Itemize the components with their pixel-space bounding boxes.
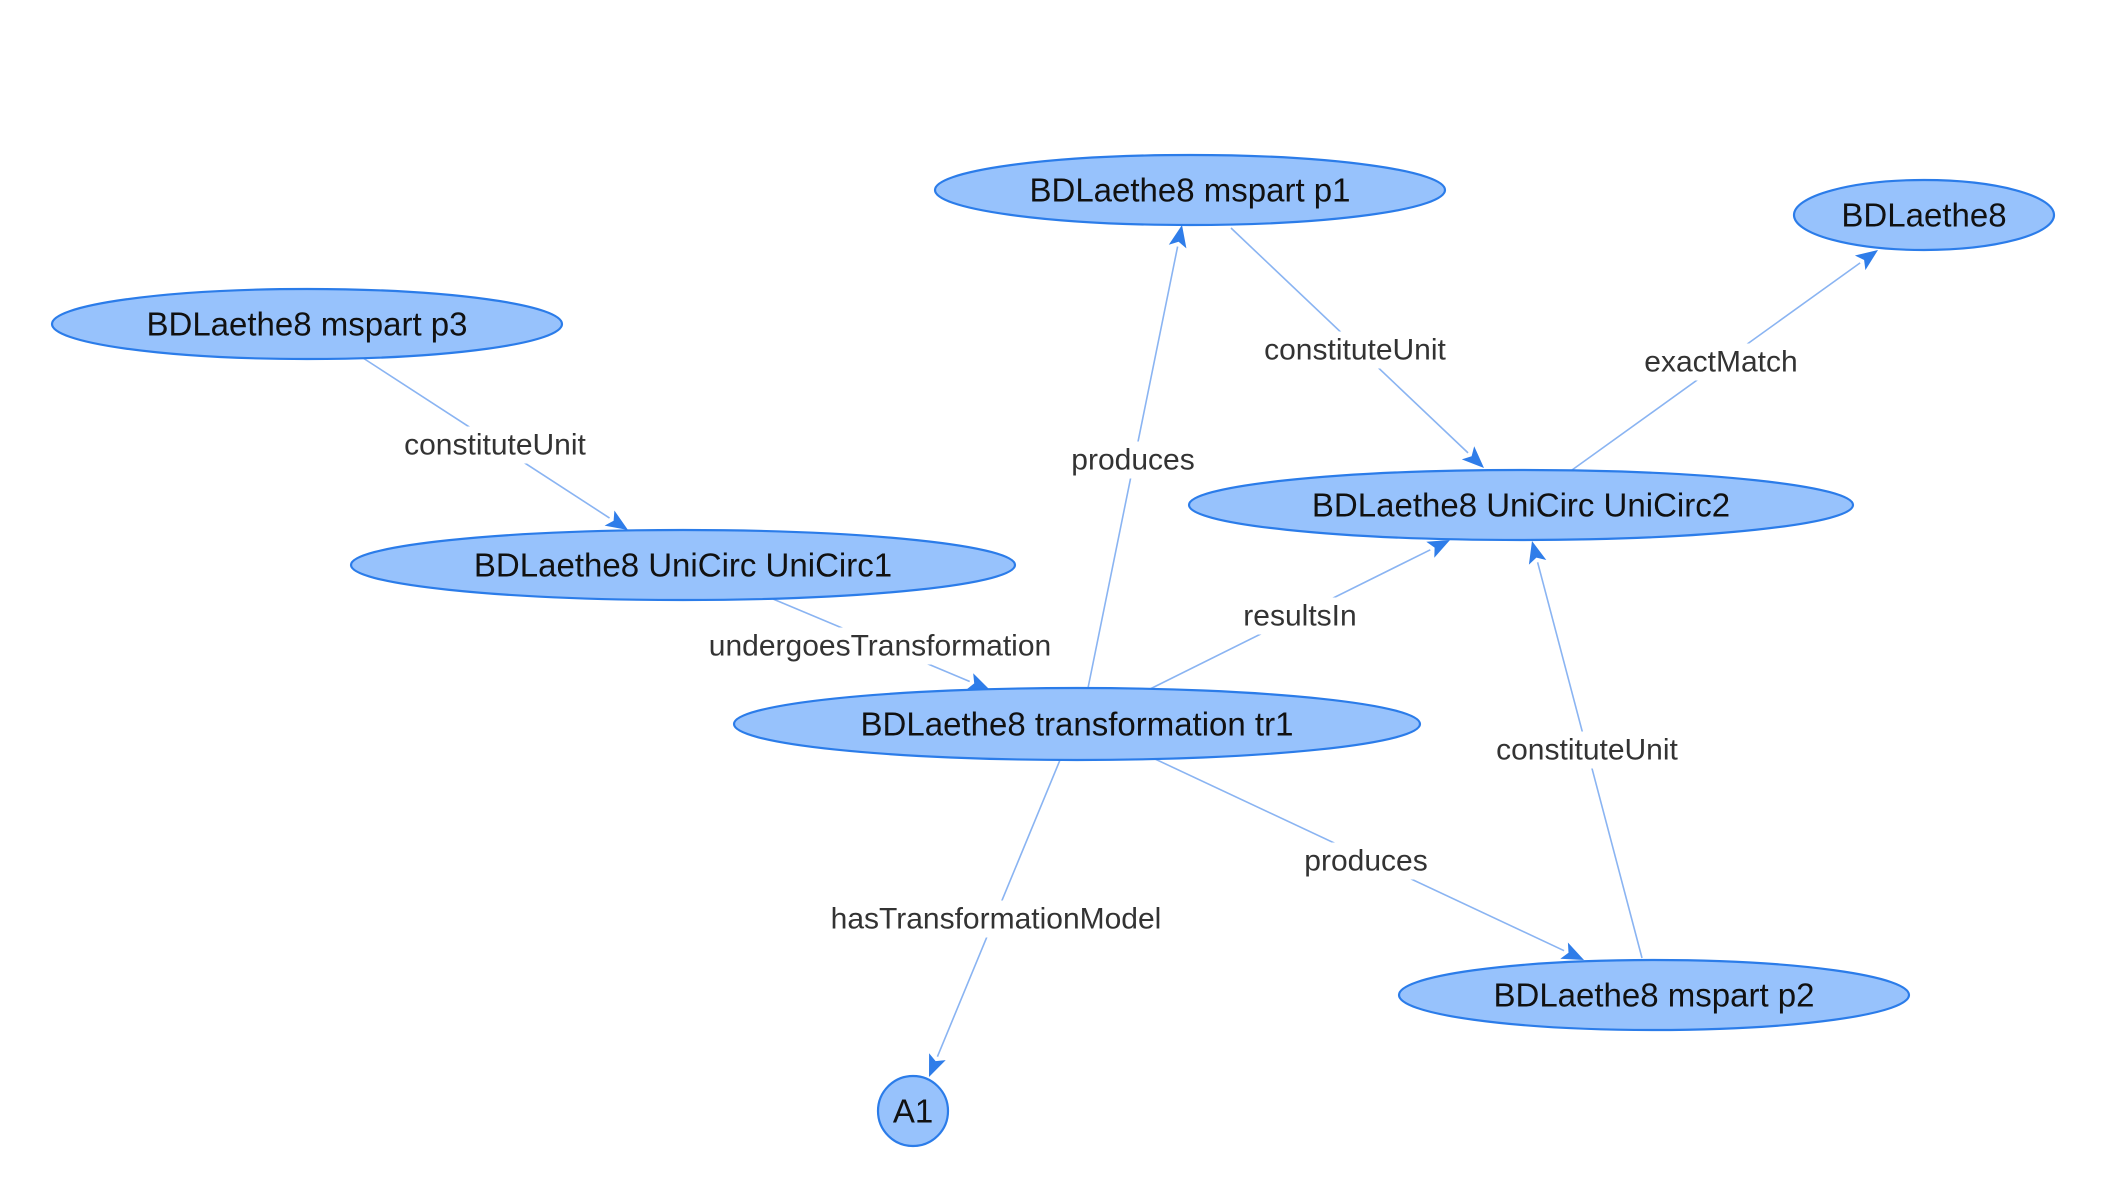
edge-label-undergoestransformation: undergoesTransformation: [709, 630, 1051, 663]
svg-text:BDLaethe8 UniCirc UniCirc1: BDLaethe8 UniCirc UniCirc1: [474, 547, 892, 584]
edge-label-produces: produces: [1071, 444, 1194, 477]
edge-label-background: [704, 627, 1056, 665]
arrow-head-icon: [966, 673, 990, 690]
edge-label-constituteunit: constituteUnit: [1264, 334, 1446, 367]
edge-label-background: [826, 900, 1166, 938]
node-bdlaethe8[interactable]: BDLaethe8: [1792, 178, 2056, 252]
edge-label-background: [400, 426, 591, 464]
edge-label-background: [1492, 731, 1683, 769]
edge-label-produces: produces: [1304, 845, 1427, 878]
svg-text:BDLaethe8 mspart p2: BDLaethe8 mspart p2: [1493, 977, 1814, 1014]
edge-label-resultsin: resultsIn: [1243, 600, 1356, 633]
arrow-head-icon: [1426, 540, 1450, 558]
node-a1[interactable]: A1: [876, 1074, 950, 1148]
node-bdlaethe8-mspart-p2[interactable]: BDLaethe8 mspart p2: [1397, 958, 1911, 1032]
edge-label-hastransformationmodel: hasTransformationModel: [831, 903, 1162, 936]
nodes-layer: BDLaethe8 mspart p1 BDLaethe8 BDLaethe8 …: [50, 153, 2056, 1148]
arrow-head-icon: [1461, 446, 1484, 468]
arrow-head-icon: [1168, 225, 1187, 249]
svg-text:A1: A1: [893, 1093, 933, 1130]
edge-label-background: [1067, 441, 1199, 479]
svg-text:BDLaethe8: BDLaethe8: [1841, 197, 2006, 234]
edge-label-constituteunit: constituteUnit: [1496, 734, 1678, 767]
arrow-head-icon: [1528, 541, 1547, 565]
node-bdlaethe8-unicirc-unicirc2[interactable]: BDLaethe8 UniCirc UniCirc2: [1187, 468, 1855, 542]
edge-label-background: [1260, 331, 1451, 369]
node-bdlaethe8-unicirc-unicirc1[interactable]: BDLaethe8 UniCirc UniCirc1: [349, 528, 1017, 602]
edge-label-constituteunit: constituteUnit: [404, 429, 586, 462]
svg-text:BDLaethe8 mspart p3: BDLaethe8 mspart p3: [146, 306, 467, 343]
edge-label-background: [1300, 842, 1432, 880]
svg-text:BDLaethe8 mspart p1: BDLaethe8 mspart p1: [1029, 172, 1350, 209]
edge-label-exactmatch: exactMatch: [1644, 346, 1797, 379]
arrow-head-icon: [604, 510, 628, 530]
svg-text:BDLaethe8 transformation tr1: BDLaethe8 transformation tr1: [861, 706, 1294, 743]
svg-text:BDLaethe8 UniCirc UniCirc2: BDLaethe8 UniCirc UniCirc2: [1312, 487, 1730, 524]
arrow-head-icon: [929, 1053, 946, 1077]
arrow-head-icon: [1560, 942, 1584, 960]
node-bdlaethe8-transformation-tr1[interactable]: BDLaethe8 transformation tr1: [732, 686, 1422, 762]
edge-label-background: [1640, 343, 1802, 381]
node-bdlaethe8-mspart-p1[interactable]: BDLaethe8 mspart p1: [933, 153, 1447, 227]
edge-labels-layer: constituteUnit exactMatch constituteUnit…: [400, 331, 1802, 938]
edge-label-background: [1239, 597, 1361, 635]
arrow-head-icon: [1854, 250, 1878, 271]
node-bdlaethe8-mspart-p3[interactable]: BDLaethe8 mspart p3: [50, 287, 564, 361]
